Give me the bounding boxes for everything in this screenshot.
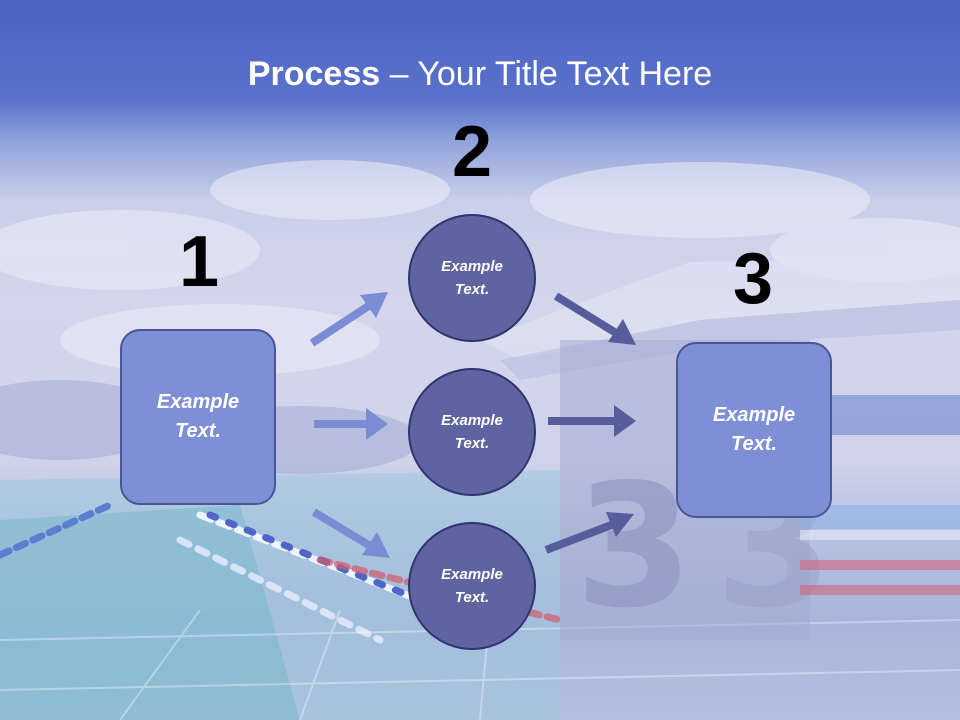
step-2-circle-top: Example Text.: [408, 214, 536, 342]
step-number-1: 1: [178, 222, 220, 302]
step-2-circle-middle-text: Example Text.: [441, 412, 503, 452]
slide-title: Process – Your Title Text Here: [0, 52, 960, 96]
step-3-box: Example Text.: [676, 342, 832, 518]
step-number-2: 2: [451, 112, 493, 192]
pool-water: [0, 470, 560, 720]
step-3-text: Example Text.: [712, 404, 796, 455]
step-2-circle-middle: Example Text.: [408, 368, 536, 496]
step-2-circle-top-text: Example Text.: [441, 258, 503, 298]
title-bold: Process: [247, 55, 381, 93]
step-1-text: Example Text.: [156, 391, 240, 442]
step-1-box: Example Text.: [120, 329, 276, 505]
step-2-circle-bottom-text: Example Text.: [441, 566, 503, 606]
step-2-circle-bottom: Example Text.: [408, 522, 536, 650]
title-rest: – Your Title Text Here: [380, 55, 713, 93]
step-number-3: 3: [732, 239, 774, 319]
